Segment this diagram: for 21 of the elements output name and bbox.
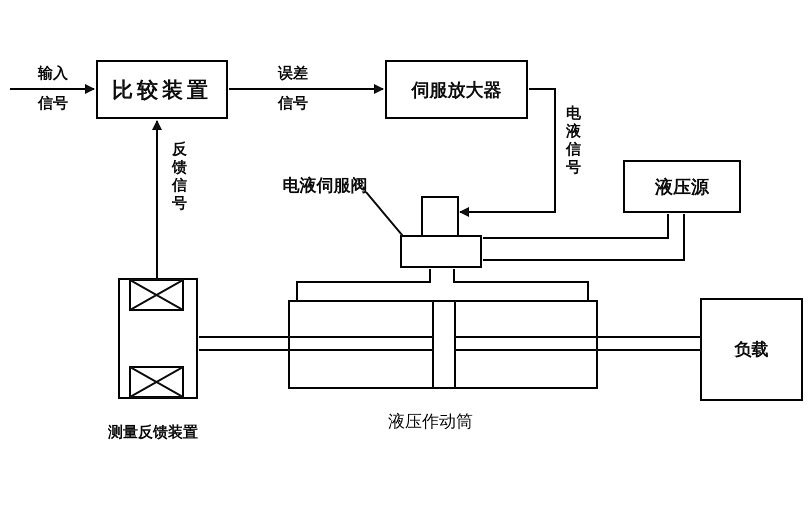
valve-label: 电液伺服阀 <box>260 170 390 200</box>
device-label: 测量反馈装置 <box>108 423 198 442</box>
connector-line <box>483 214 685 261</box>
process-box: 负载 <box>700 298 803 401</box>
arrow <box>152 120 162 278</box>
connector-line <box>453 269 589 300</box>
connector-line <box>483 214 669 239</box>
arrow <box>229 84 384 94</box>
connector-line <box>597 336 701 351</box>
connector-line <box>296 269 431 300</box>
arrow <box>459 88 556 217</box>
edge-label: 输入信号 <box>38 63 69 114</box>
arrow <box>10 84 95 94</box>
connector-line <box>198 336 289 351</box>
device-label: 液压作动筒 <box>388 411 473 433</box>
process-box: 比较装置 <box>96 60 228 119</box>
process-box: 伺服放大器 <box>385 60 528 119</box>
process-box: 液压源 <box>623 160 741 213</box>
edge-label: 反馈信号 <box>172 140 188 212</box>
edge-label: 误差信号 <box>278 63 309 114</box>
edge-label: 电液信号 <box>566 104 582 176</box>
